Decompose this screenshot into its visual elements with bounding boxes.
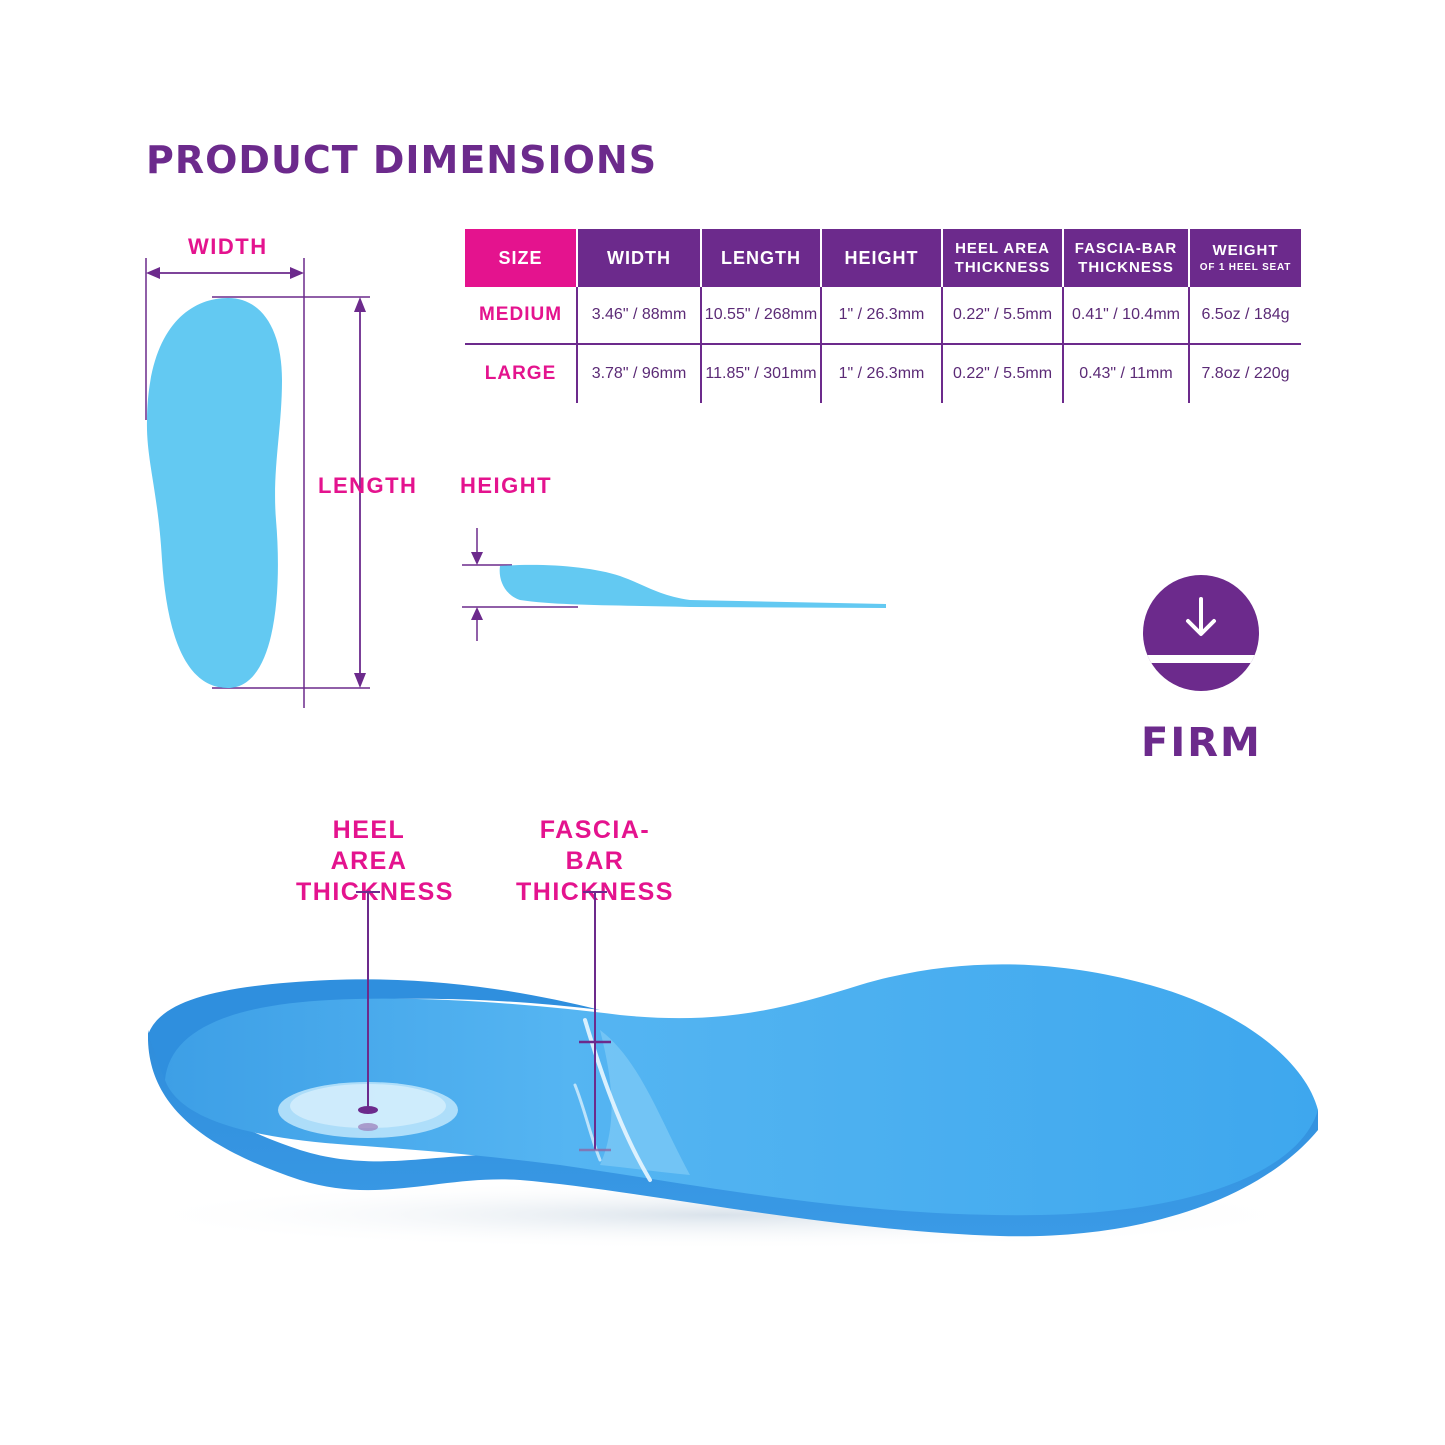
header-heel-area-line2: THICKNESS: [954, 259, 1051, 276]
width-label: WIDTH: [188, 234, 268, 259]
length-cell: 11.85" / 301mm: [700, 344, 821, 403]
weight-cell: 6.5oz / 184g: [1188, 287, 1301, 345]
heel-area-callout-line1: HEEL AREA: [330, 816, 408, 875]
insole-3d-illustration: [120, 891, 1320, 1250]
table-row: LARGE 3.78" / 96mm 11.85" / 301mm 1" / 2…: [465, 344, 1301, 403]
insole-top-silhouette: [146, 298, 282, 688]
table-row: MEDIUM 3.46" / 88mm 10.55" / 268mm 1" / …: [465, 287, 1301, 345]
heel-area-cell: 0.22" / 5.5mm: [941, 287, 1063, 345]
header-size: SIZE: [465, 229, 577, 287]
header-fascia-bar-thickness: FASCIA-BAR THICKNESS: [1062, 229, 1189, 287]
insole-top-view-diagram: [145, 258, 370, 708]
length-cell: 10.55" / 268mm: [700, 287, 821, 345]
fascia-bar-cell: 0.43" / 11mm: [1062, 344, 1189, 403]
dimensions-table: SIZE WIDTH LENGTH HEIGHT HEEL AREA THICK…: [465, 229, 1301, 403]
header-weight-line2: OF 1 HEEL SEAT: [1199, 261, 1292, 273]
weight-cell: 7.8oz / 220g: [1188, 344, 1301, 403]
heel-area-cell: 0.22" / 5.5mm: [941, 344, 1063, 403]
table-header-row: SIZE WIDTH LENGTH HEIGHT HEEL AREA THICK…: [465, 229, 1301, 287]
firmness-badge: [1143, 575, 1259, 691]
height-cell: 1" / 26.3mm: [820, 287, 942, 345]
length-label: LENGTH: [318, 473, 418, 498]
header-weight: WEIGHT OF 1 HEEL SEAT: [1188, 229, 1301, 287]
header-heel-area-line1: HEEL AREA: [955, 240, 1050, 257]
fascia-bar-cell: 0.41" / 10.4mm: [1062, 287, 1189, 345]
size-cell: LARGE: [484, 363, 557, 384]
arrow-down-icon: [1186, 597, 1216, 636]
insole-side-view-diagram: [462, 528, 886, 641]
header-width: WIDTH: [576, 229, 701, 287]
header-fascia-bar-line1: FASCIA-BAR: [1074, 240, 1178, 257]
firmness-label: FIRM: [1141, 720, 1262, 766]
width-cell: 3.78" / 96mm: [576, 344, 701, 403]
fascia-bar-insert: [583, 1018, 652, 1182]
header-weight-line1: WEIGHT: [1212, 241, 1279, 259]
fascia-bar-callout-line1: FASCIA-BAR: [539, 816, 651, 875]
insole-side-silhouette: [499, 564, 886, 608]
firmness-divider: [1143, 655, 1259, 663]
header-heel-area-thickness: HEEL AREA THICKNESS: [941, 229, 1063, 287]
height-label: HEIGHT: [460, 473, 553, 498]
height-cell: 1" / 26.3mm: [820, 344, 942, 403]
header-fascia-bar-line2: THICKNESS: [1078, 259, 1174, 276]
page-title: PRODUCT DIMENSIONS: [146, 138, 658, 182]
size-cell: MEDIUM: [465, 287, 577, 345]
header-height: HEIGHT: [820, 229, 942, 287]
header-length: LENGTH: [700, 229, 821, 287]
width-cell: 3.46" / 88mm: [576, 287, 701, 345]
